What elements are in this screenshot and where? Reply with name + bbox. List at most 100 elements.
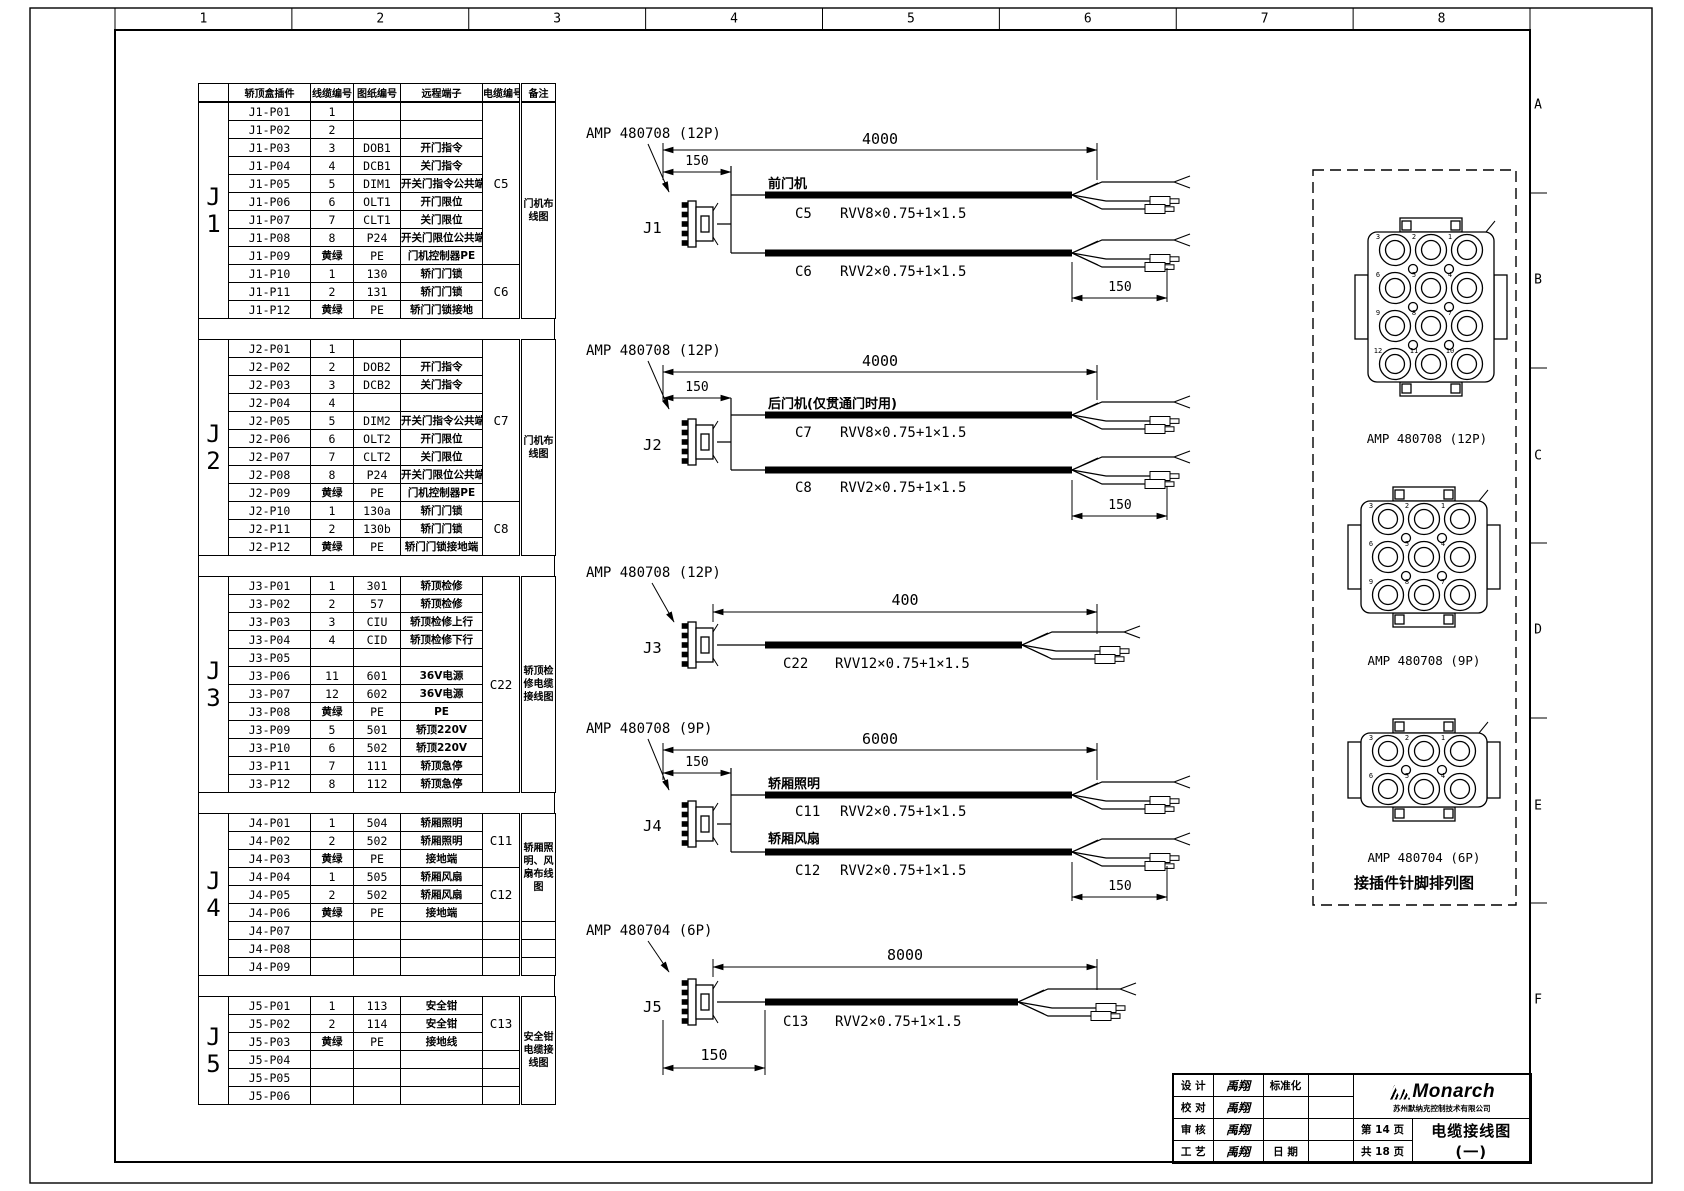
zone-number: 2 bbox=[376, 11, 385, 27]
leader-arrow bbox=[647, 143, 670, 193]
drawing-code: 130a bbox=[353, 501, 401, 520]
drawing-code: DOB1 bbox=[353, 138, 401, 157]
plug-pin: J2-P12 bbox=[228, 537, 311, 556]
svg-text:8: 8 bbox=[1412, 309, 1416, 317]
leader-arrow bbox=[647, 360, 670, 410]
drawing-code bbox=[353, 1068, 401, 1087]
svg-text:RVV8×0.75+1×1.5: RVV8×0.75+1×1.5 bbox=[840, 206, 966, 222]
wire-label: 轿厢照明 bbox=[768, 776, 820, 792]
wire-number: 5 bbox=[310, 411, 354, 430]
svg-text:6: 6 bbox=[1376, 271, 1380, 279]
svg-text:5: 5 bbox=[1412, 271, 1416, 279]
cable-number: C6 bbox=[482, 264, 521, 319]
drawing-code: P24 bbox=[353, 465, 401, 484]
wire-number: 黄绿 bbox=[310, 537, 354, 556]
plug-pin: J3-P08 bbox=[228, 702, 311, 721]
dim-total: 400 bbox=[891, 591, 918, 609]
j3-label: J3 bbox=[643, 639, 662, 657]
cable-number bbox=[482, 921, 521, 940]
wire-number: 3 bbox=[310, 138, 354, 157]
remote-terminal bbox=[400, 957, 483, 976]
dim-total: 4000 bbox=[862, 352, 898, 370]
cable-c22 bbox=[765, 641, 1022, 649]
zone-letter: A bbox=[1534, 97, 1542, 113]
svg-text:RVV2×0.75+1×1.5: RVV2×0.75+1×1.5 bbox=[840, 480, 966, 496]
cable-number bbox=[482, 1068, 521, 1087]
wire-number: 5 bbox=[310, 174, 354, 193]
page-number: 第 14 页 bbox=[1354, 1119, 1412, 1141]
wire-number: 3 bbox=[310, 375, 354, 394]
group-gap bbox=[198, 319, 555, 339]
cable-c8 bbox=[765, 466, 1072, 474]
remote-terminal: 关门指令 bbox=[400, 375, 483, 394]
drawing-code bbox=[353, 648, 401, 667]
connector-plug-icon bbox=[681, 418, 719, 466]
column-header: 备注 bbox=[519, 83, 556, 102]
zone-number: 1 bbox=[199, 11, 208, 27]
cable-number: C8 bbox=[482, 501, 521, 556]
wire-number: 7 bbox=[310, 756, 354, 775]
wire-fanout bbox=[1071, 450, 1191, 490]
plug-pin: J2-P04 bbox=[228, 393, 311, 412]
remote-terminal: 轿门门锁 bbox=[400, 264, 483, 283]
svg-text:1: 1 bbox=[1441, 734, 1445, 742]
amp-connector-label: AMP 480708 (9P) bbox=[586, 721, 712, 737]
plug-pin: J3-P03 bbox=[228, 612, 311, 631]
remote-terminal: PE bbox=[400, 702, 483, 721]
remote-terminal: 开关门指令公共端 bbox=[400, 174, 483, 193]
svg-text:C5: C5 bbox=[795, 206, 812, 222]
column-header: 电缆编号 bbox=[482, 83, 521, 102]
cable-c7 bbox=[765, 411, 1072, 419]
remark: 门机布线图 bbox=[519, 102, 556, 319]
cable-number: C7 bbox=[482, 339, 521, 502]
plug-pin: J1-P07 bbox=[228, 210, 311, 229]
pin-layout-12p-label: AMP 480708 (12P) bbox=[1367, 431, 1487, 446]
plug-pin: J1-P04 bbox=[228, 156, 311, 175]
svg-text:3: 3 bbox=[1369, 502, 1373, 510]
company-logo-cell: Monarch 苏州默纳克控制技术有限公司 bbox=[1352, 1073, 1532, 1119]
cable-number: C22 bbox=[482, 576, 521, 793]
title-block-table: 设 计 禹翔 标准化 Monarch 苏州默纳克控制技术有限公司 校 对 禹翔 … bbox=[1172, 1073, 1532, 1164]
remote-terminal: 36V电源 bbox=[400, 684, 483, 703]
remote-terminal: 开关门限位公共端 bbox=[400, 465, 483, 484]
svg-text:C22: C22 bbox=[783, 656, 808, 672]
page-and-title-cell: 第 14 页 共 18 页 电缆接线图 (一) bbox=[1352, 1118, 1532, 1164]
remote-terminal: 轿门门锁接地端 bbox=[400, 537, 483, 556]
check-name: 禹翔 bbox=[1212, 1096, 1264, 1119]
plug-pin: J2-P09 bbox=[228, 483, 311, 502]
svg-text:4: 4 bbox=[1441, 540, 1445, 548]
wire-number bbox=[310, 921, 354, 940]
drawing-code: 301 bbox=[353, 576, 401, 595]
group-gap bbox=[198, 976, 555, 996]
drawing-code: OLT2 bbox=[353, 429, 401, 448]
svg-text:12: 12 bbox=[1374, 347, 1382, 355]
cable-number bbox=[482, 957, 521, 976]
remote-terminal: 关门限位 bbox=[400, 210, 483, 229]
connector-plug-icon bbox=[681, 978, 719, 1026]
cable-number: C12 bbox=[482, 867, 521, 922]
wire-label: 轿厢风扇 bbox=[768, 831, 820, 847]
drawing-code: OLT1 bbox=[353, 192, 401, 211]
wire-number: 黄绿 bbox=[310, 300, 354, 319]
cable-c12 bbox=[765, 848, 1072, 856]
wire-number: 4 bbox=[310, 630, 354, 649]
drawing-code bbox=[353, 1086, 401, 1105]
drawing-code: 57 bbox=[353, 594, 401, 613]
plug-pin: J3-P02 bbox=[228, 594, 311, 613]
svg-text:2: 2 bbox=[1405, 734, 1409, 742]
plug-pin: J5-P03 bbox=[228, 1032, 311, 1051]
svg-text:RVV2×0.75+1×1.5: RVV2×0.75+1×1.5 bbox=[840, 804, 966, 820]
page-total: 共 18 页 bbox=[1361, 1146, 1404, 1158]
drawing-code: DIM2 bbox=[353, 411, 401, 430]
drawing-code: 113 bbox=[353, 996, 401, 1015]
process-name: 禹翔 bbox=[1212, 1140, 1264, 1164]
